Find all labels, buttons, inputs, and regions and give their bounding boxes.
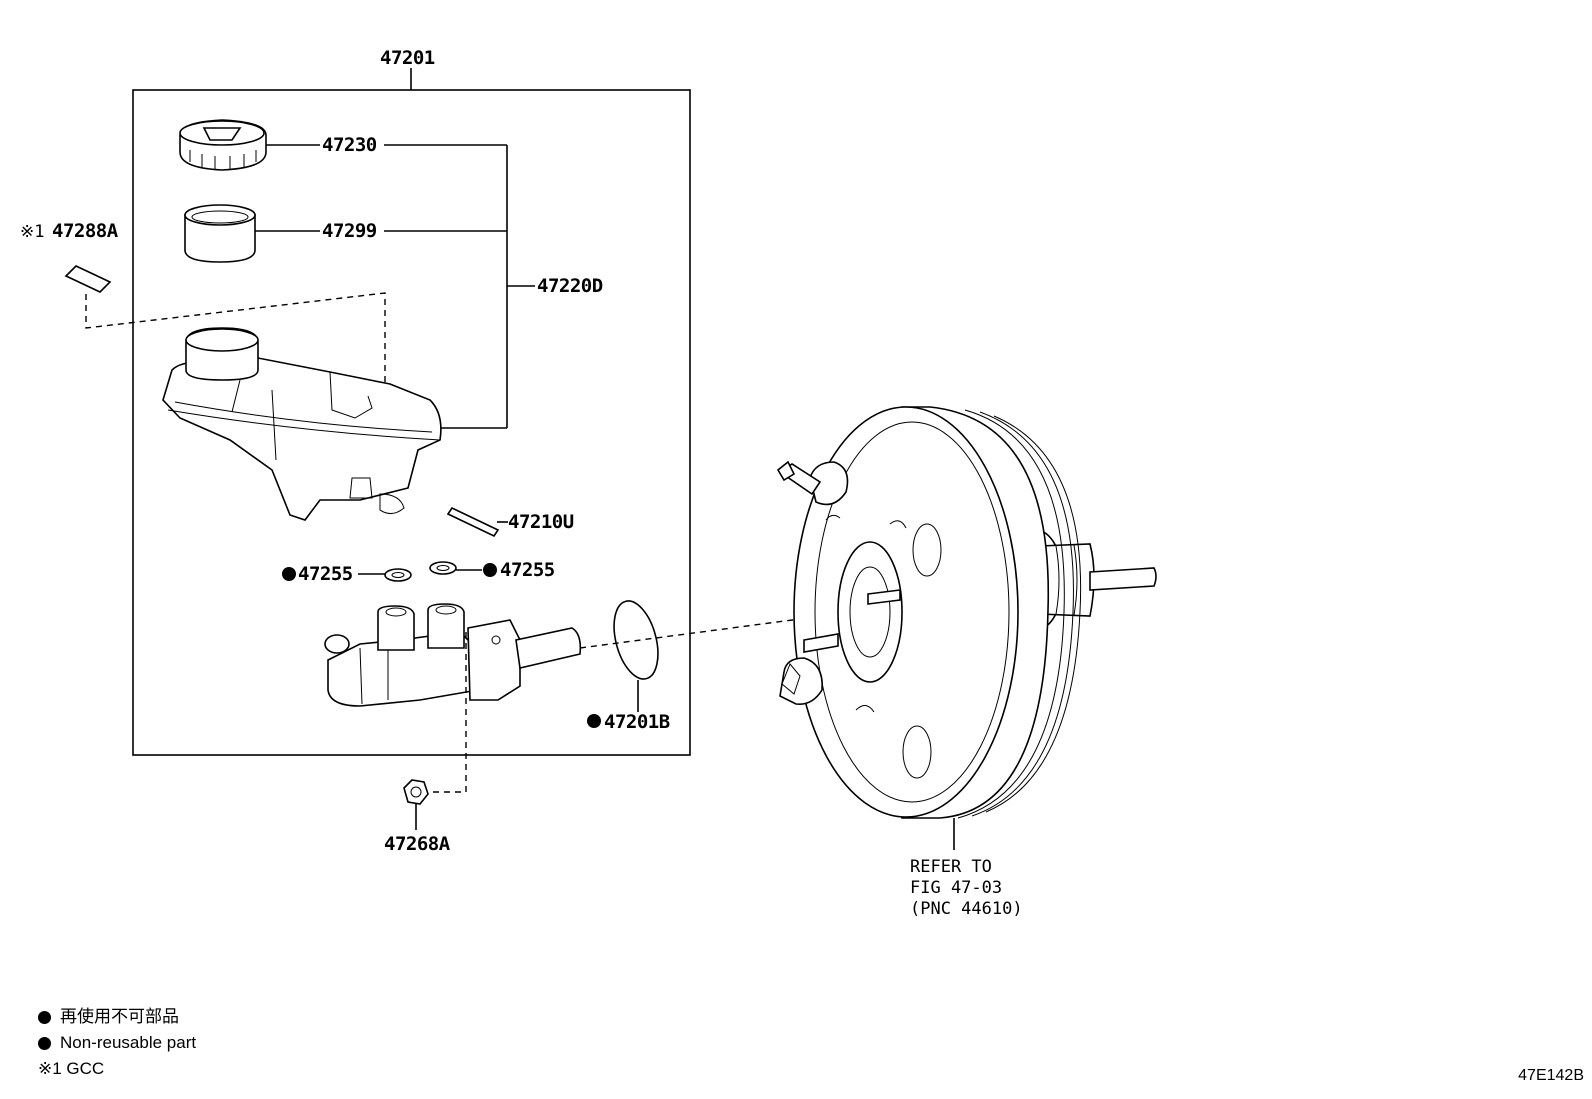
- legend: 再使用不可部品 Non-reusable part ※1 GCC: [38, 1004, 196, 1082]
- label-47299[interactable]: 47299: [322, 220, 377, 242]
- refer-line-2: FIG 47-03: [910, 878, 1002, 898]
- legend-gcc: ※1 GCC: [38, 1059, 105, 1078]
- non-reusable-dot-icon: [38, 1010, 51, 1024]
- grommet-left: [384, 568, 412, 582]
- o-ring: [613, 600, 659, 680]
- non-reusable-dot-47201B: [587, 714, 601, 728]
- reservoir-cap: [179, 119, 267, 171]
- gcc-label-sticker: [64, 265, 112, 293]
- refer-line-3: (PNC 44610): [910, 899, 1023, 919]
- legend-jp: 再使用不可部品: [60, 1007, 179, 1026]
- legend-row-en: Non-reusable part: [38, 1030, 196, 1056]
- legend-row-jp: 再使用不可部品: [38, 1004, 196, 1030]
- label-47255-left[interactable]: 47255: [298, 563, 353, 585]
- grommet-right: [429, 561, 457, 575]
- label-47230[interactable]: 47230: [322, 134, 377, 156]
- label-47268A[interactable]: 47268A: [384, 833, 451, 855]
- label-47201B[interactable]: 47201B: [604, 711, 670, 733]
- label-47255-right[interactable]: 47255: [500, 559, 555, 581]
- reservoir-tank: [162, 327, 442, 521]
- label-47220D[interactable]: 47220D: [537, 275, 603, 297]
- legend-en: Non-reusable part: [60, 1033, 197, 1052]
- mounting-nut: [403, 779, 429, 805]
- legend-row-gcc: ※1 GCC: [38, 1056, 196, 1082]
- gcc-mark: ※1: [20, 222, 44, 242]
- reservoir-strainer: [184, 204, 256, 263]
- non-reusable-dot-icon: [38, 1036, 51, 1050]
- master-cylinder: [324, 603, 582, 707]
- non-reusable-dot-47255-left: [282, 567, 296, 581]
- figure-id: 47E142B: [1518, 1067, 1584, 1084]
- label-47210U[interactable]: 47210U: [508, 511, 574, 533]
- non-reusable-dot-47255-right: [483, 563, 497, 577]
- brake-booster: [776, 406, 1157, 819]
- reservoir-pin: [446, 506, 500, 538]
- refer-line-1: REFER TO: [910, 857, 992, 877]
- label-47201[interactable]: 47201: [380, 47, 435, 69]
- label-47288A[interactable]: 47288A: [52, 220, 119, 242]
